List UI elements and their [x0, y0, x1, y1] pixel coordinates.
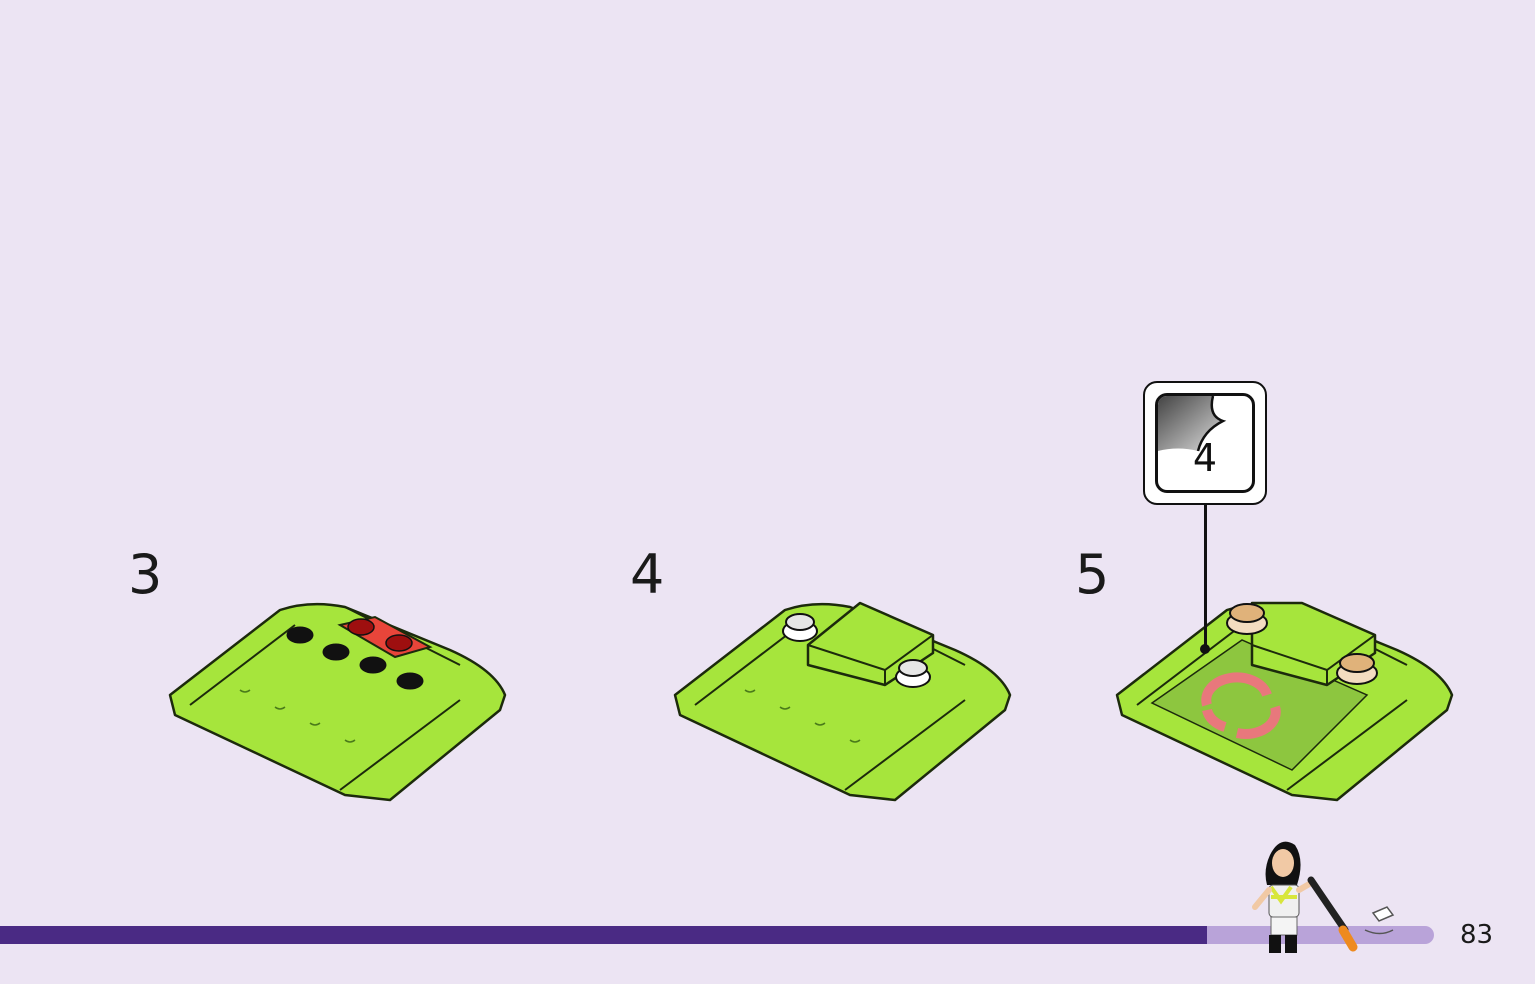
sticker-peel-icon — [1158, 396, 1227, 452]
step-number-4: 4 — [630, 543, 665, 606]
step-number-5: 5 — [1075, 543, 1110, 606]
page-number: 83 — [1460, 920, 1494, 950]
sticker-quantity: 4 — [1192, 436, 1218, 480]
step-5-model — [1115, 601, 1454, 802]
step-number-3: 3 — [128, 543, 163, 606]
sticker-frame — [1155, 393, 1255, 493]
progress-fill — [0, 926, 1208, 944]
callout-pointer-line — [1204, 505, 1207, 647]
callout-pointer-dot — [1200, 644, 1210, 654]
sticker-callout: 4 — [1143, 381, 1267, 505]
step-4-model — [673, 601, 1012, 802]
step-3-model — [168, 602, 507, 802]
recycle-icon — [1201, 672, 1281, 739]
minifigure-illustration — [1252, 841, 1395, 953]
